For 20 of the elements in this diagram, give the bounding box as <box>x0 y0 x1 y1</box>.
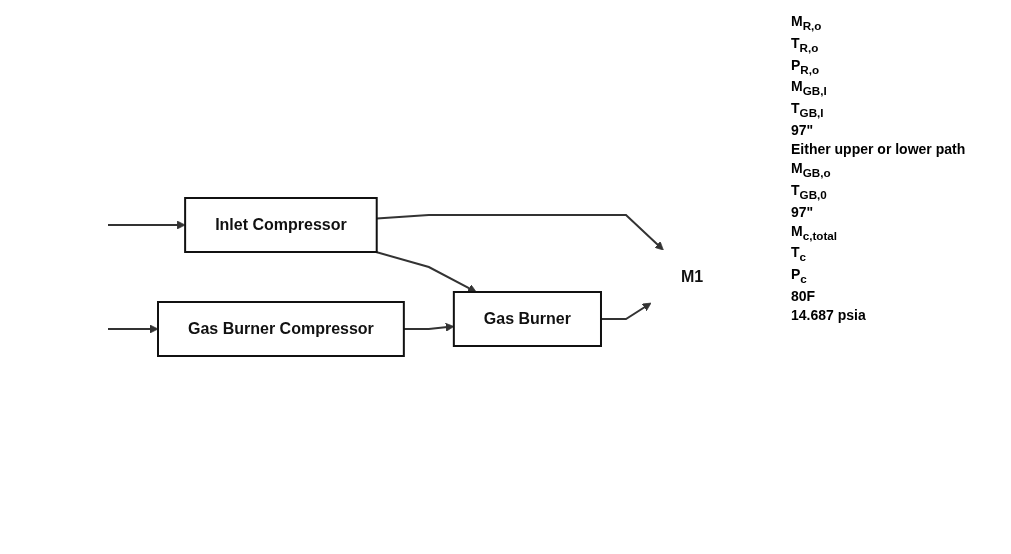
variable-label: 97" <box>791 122 815 138</box>
variable-label: M$_{GB,o}$ <box>791 160 832 179</box>
variable-label: P$_{R,o}$ <box>791 56 821 76</box>
node-box: Gas Burner <box>452 291 602 347</box>
variable-label: 97" <box>791 203 815 220</box>
variable-label: M$_{c,total}$ <box>791 222 838 242</box>
arrow <box>106 220 186 230</box>
variable-label: T$_{GB,I}$ <box>791 100 825 119</box>
variable-label: M$_{R,o}$ <box>791 13 823 32</box>
variable-label: P$_{c}$ <box>791 266 808 285</box>
variable-label: 14.687 psia <box>791 306 867 323</box>
node-text: M1 <box>680 268 704 285</box>
variable-label: T$_{c}$ <box>791 244 808 264</box>
variable-label: T$_{R,o}$ <box>791 34 820 54</box>
variable-label: T$_{GB,0}$ <box>791 181 828 201</box>
variable-label: 80F <box>791 287 817 304</box>
variable-label: M$_{GB,I}$ <box>791 78 828 98</box>
node-box: Inlet Compressor <box>184 197 378 253</box>
node-box: Gas Burner Compressor <box>156 301 405 357</box>
variable-label: Either upper or lower path <box>791 141 967 157</box>
